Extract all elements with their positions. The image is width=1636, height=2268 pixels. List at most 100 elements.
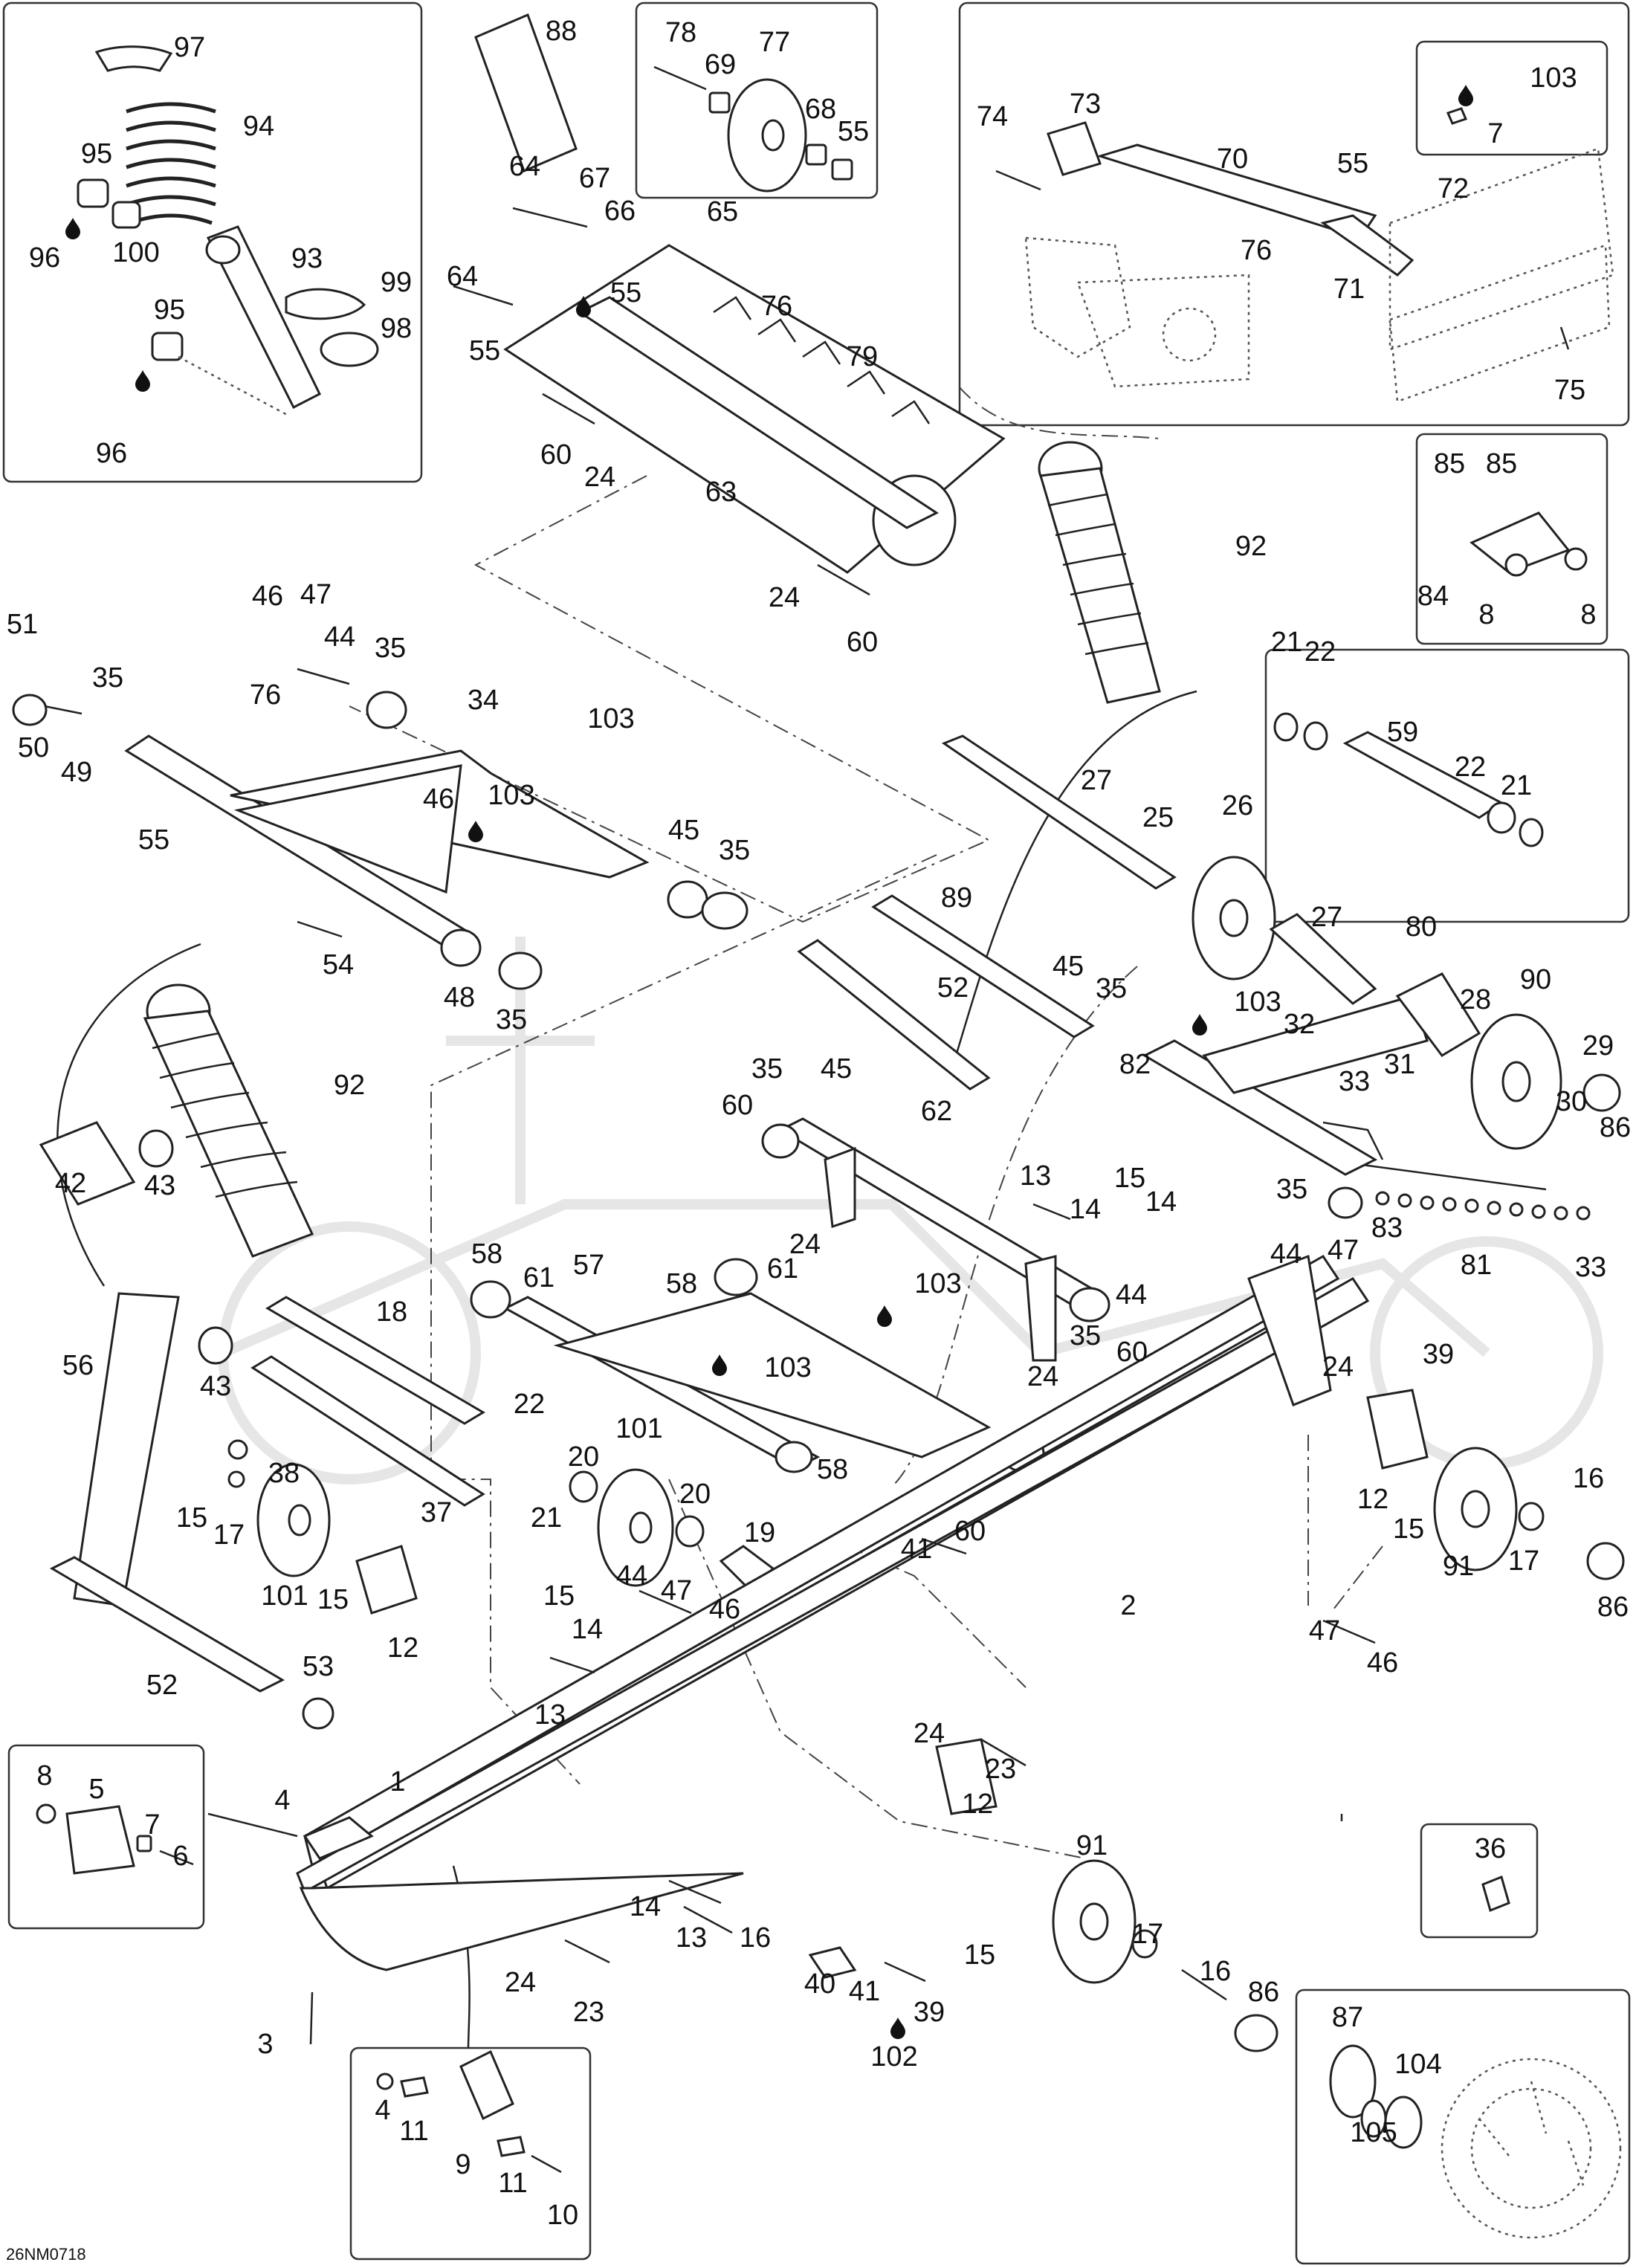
callout-55: 55: [838, 116, 869, 147]
callout-103: 103: [1234, 986, 1281, 1018]
lubricant-markers: [65, 85, 1473, 2039]
callout-39: 39: [914, 1997, 945, 2028]
inset-idler-wheel: [635, 1, 879, 199]
callout-22: 22: [514, 1389, 545, 1420]
callout-14: 14: [572, 1614, 603, 1645]
callout-92: 92: [1235, 531, 1267, 562]
inset-shaft-assembly: [1264, 648, 1630, 923]
shock-body-93: [206, 225, 321, 410]
callout-16: 16: [1200, 1956, 1231, 1987]
callout-70: 70: [1217, 143, 1248, 175]
upper-arm-34: [12, 668, 749, 990]
callout-48: 48: [444, 982, 475, 1013]
callout-47: 47: [300, 579, 332, 610]
bushing-100: [111, 201, 141, 229]
clamp-98: [320, 332, 379, 367]
callout-83: 83: [1371, 1212, 1403, 1244]
callout-43: 43: [144, 1170, 175, 1201]
callout-25: 25: [1142, 802, 1174, 833]
callout-15: 15: [317, 1584, 349, 1615]
callout-31: 31: [1384, 1049, 1415, 1080]
idler-wheel-26: [1192, 856, 1276, 980]
callout-35: 35: [375, 633, 406, 664]
grease-fitting-36: [1481, 1875, 1510, 1913]
callout-34: 34: [468, 685, 499, 716]
inset-linkage-plates: [958, 1, 1630, 427]
callout-72: 72: [1438, 173, 1469, 204]
inset-rear-stopper: [349, 2046, 592, 2261]
callout-37: 37: [421, 1497, 452, 1528]
callout-90: 90: [1520, 964, 1551, 995]
seal-99: [285, 288, 366, 320]
callout-41: 41: [901, 1534, 932, 1565]
callout-64: 64: [509, 151, 540, 182]
callout-24: 24: [584, 462, 615, 493]
callout-45: 45: [668, 815, 699, 846]
inset-bearing: [1295, 1988, 1631, 2265]
callout-103: 103: [488, 780, 534, 811]
rollers: [250, 1296, 485, 1507]
callout-95: 95: [154, 294, 185, 326]
callout-15: 15: [1114, 1163, 1145, 1194]
callout-73: 73: [1070, 88, 1101, 120]
callout-26: 26: [1222, 790, 1253, 821]
callout-17: 17: [1508, 1545, 1539, 1577]
callout-92: 92: [334, 1070, 365, 1101]
plate-40: [808, 1946, 857, 1979]
callout-76: 76: [761, 291, 792, 322]
callout-35: 35: [496, 1004, 527, 1036]
oil-drop-icon: [468, 821, 483, 842]
callout-103: 103: [914, 1268, 961, 1299]
callout-12: 12: [387, 1632, 418, 1664]
callout-97: 97: [174, 32, 205, 63]
idler-wheel-101: [569, 1468, 705, 1587]
callout-87: 87: [1332, 2002, 1363, 2033]
callout-91: 91: [1076, 1830, 1108, 1861]
shock-boot-92-upper: [1038, 441, 1161, 704]
callout-32: 32: [1284, 1009, 1315, 1040]
bushing-95b: [151, 332, 184, 361]
callout-24: 24: [1322, 1351, 1354, 1383]
callout-102: 102: [870, 2041, 917, 2072]
callout-53: 53: [303, 1651, 334, 1682]
callout-94: 94: [243, 111, 274, 142]
callout-44: 44: [324, 621, 355, 653]
shock-detail: [77, 45, 379, 418]
lock-washer-53: [302, 1697, 334, 1730]
link-rod-70: [1096, 143, 1377, 239]
callout-35: 35: [751, 1053, 783, 1085]
oil-drop-icon: [135, 370, 150, 392]
slide-rails: [296, 1254, 1370, 1971]
callout-20: 20: [568, 1441, 599, 1473]
callout-67: 67: [579, 163, 610, 194]
callout-98: 98: [381, 313, 412, 344]
callout-60: 60: [540, 439, 572, 471]
callout-101: 101: [615, 1413, 662, 1444]
callout-44: 44: [1270, 1238, 1302, 1270]
callout-24: 24: [789, 1229, 821, 1260]
callout-24: 24: [914, 1718, 945, 1749]
callout-82: 82: [1119, 1049, 1151, 1080]
callout-101: 101: [261, 1580, 308, 1612]
rear-arm-80: [1142, 972, 1481, 1176]
oil-drop-icon: [1192, 1014, 1207, 1036]
callout-14: 14: [1145, 1186, 1177, 1218]
callout-69: 69: [705, 49, 736, 80]
callout-24: 24: [769, 582, 800, 613]
callout-58: 58: [666, 1268, 697, 1299]
callout-23: 23: [985, 1754, 1016, 1785]
oil-drop-icon: [65, 218, 80, 239]
callout-36: 36: [1475, 1833, 1506, 1864]
callout-99: 99: [381, 267, 412, 298]
callout-85: 85: [1486, 448, 1517, 479]
oil-drop-icon: [1458, 85, 1473, 106]
callout-93: 93: [291, 243, 323, 274]
rail-1: [303, 1255, 1340, 1868]
arm-56: [49, 1292, 334, 1730]
callout-30: 30: [1556, 1086, 1587, 1117]
callout-23: 23: [573, 1997, 604, 2028]
callout-16: 16: [1573, 1463, 1604, 1494]
callout-20: 20: [679, 1479, 711, 1510]
callout-58: 58: [471, 1238, 502, 1270]
callout-60: 60: [722, 1090, 753, 1121]
